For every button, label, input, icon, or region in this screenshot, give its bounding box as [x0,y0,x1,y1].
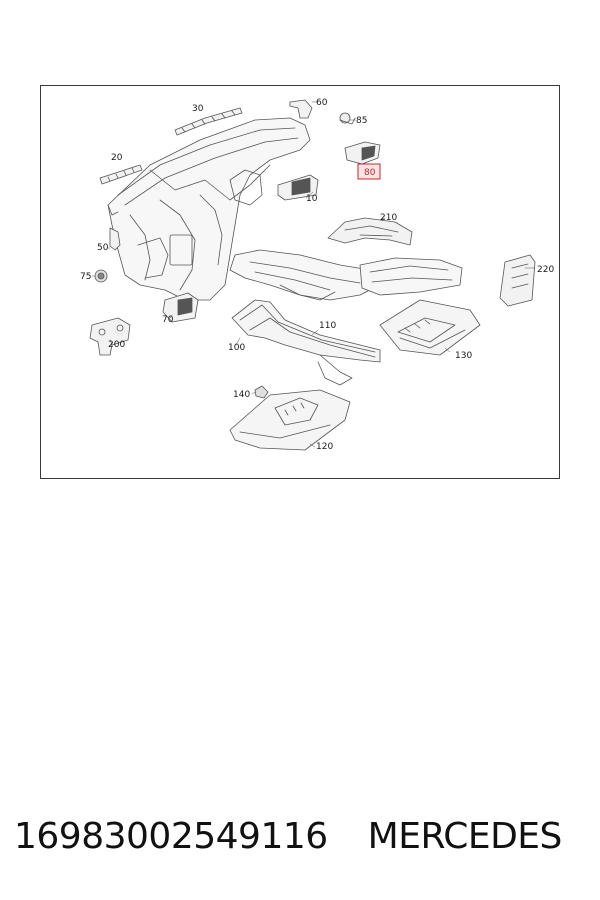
part-75-knob [94,269,108,283]
part-120-module [229,389,351,451]
part-20-grille [99,164,143,185]
callout-120: 120 [316,442,333,452]
part-70-vent [162,292,199,323]
callout-110: 110 [319,321,336,331]
callout-20: 20 [111,153,123,163]
callout-200: 200 [108,340,125,350]
part-85-clip [339,112,356,125]
callout-130: 130 [455,351,472,361]
leader-lines [91,101,536,448]
part-10-vent [277,174,319,201]
callout-100: 100 [228,343,245,353]
callout-80: 80 [364,168,376,178]
part-80-vent [344,141,381,180]
part-100-110-duct [231,299,381,386]
callout-30: 30 [192,104,204,114]
part-number: 16983002549116 [14,815,328,857]
callout-10: 10 [306,194,318,204]
part-130-module [379,299,481,356]
callout-210: 210 [380,213,397,223]
footer: 16983002549116 MERCEDES [14,806,594,866]
part-50-handle [109,227,121,251]
part-200-bracket [89,317,131,356]
part-220-panel [499,254,536,307]
callout-75: 75 [80,272,91,282]
callout-50: 50 [97,243,109,253]
part-30-defroster [174,107,243,136]
callout-labels: 30 20 60 85 80 10 210 220 50 75 70 200 1… [80,98,554,452]
callout-60: 60 [316,98,328,108]
dashboard-assembly [107,117,463,301]
part-210-duct [327,217,413,246]
callout-85: 85 [356,116,367,126]
callout-220: 220 [537,265,554,275]
brand-name: MERCEDES [367,815,563,857]
part-60-bracket [289,99,313,119]
callout-70: 70 [162,315,174,325]
part-140-clip [254,385,269,399]
callout-140: 140 [233,390,250,400]
